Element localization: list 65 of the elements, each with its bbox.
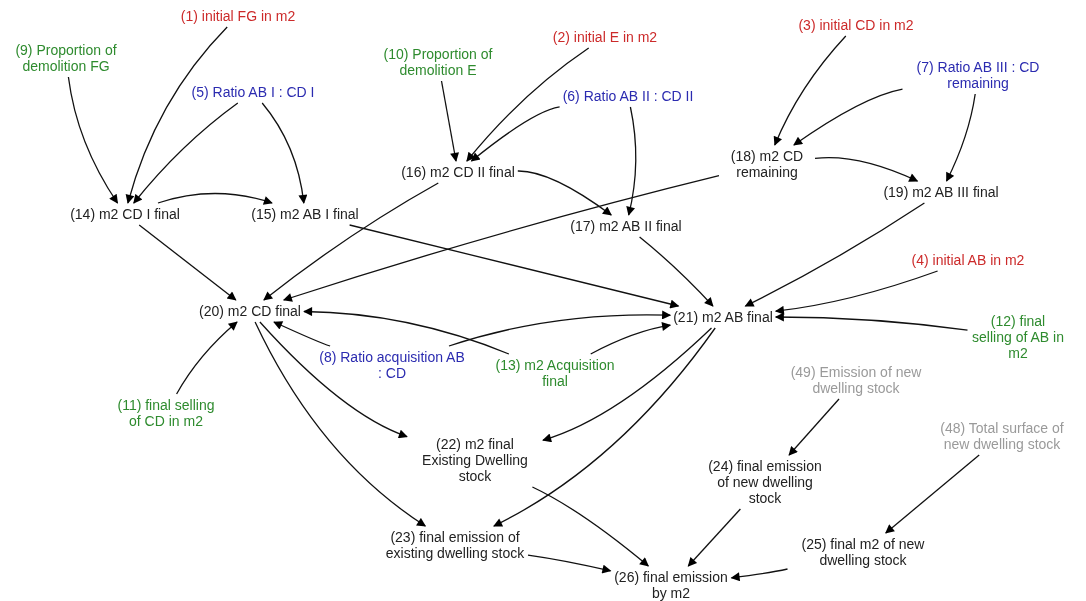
variable-label: (24) final emission of new dwelling stock <box>707 458 823 506</box>
variable-label: (48) Total surface of new dwelling stock <box>939 420 1065 452</box>
arrow <box>885 454 980 534</box>
variable-label: (3) initial CD in m2 <box>798 17 914 33</box>
variable-label: (20) m2 CD final <box>199 303 301 319</box>
arrow <box>945 93 976 182</box>
arrow <box>730 568 789 582</box>
variable-label: (18) m2 CD remaining <box>729 148 805 180</box>
arrow <box>175 321 238 395</box>
variable-label: (1) initial FG in m2 <box>180 8 296 24</box>
arrow <box>531 486 649 567</box>
variable-label: (7) Ratio AB III : CD remaining <box>915 59 1041 91</box>
variable-label: (14) m2 CD I final <box>70 206 180 222</box>
arrow <box>466 47 590 162</box>
arrow <box>687 508 742 567</box>
arrow <box>774 312 969 331</box>
arrow <box>259 321 408 438</box>
variable-label: (15) m2 AB I final <box>251 206 359 222</box>
arrow <box>744 202 926 307</box>
arrow <box>263 182 439 301</box>
arrow <box>774 270 939 315</box>
variable-label: (21) m2 AB final <box>673 309 773 325</box>
variable-label: (8) Ratio acquisition AB : CD <box>318 349 466 381</box>
variable-label: (19) m2 AB III final <box>883 184 999 200</box>
variable-label: (5) Ratio AB I : CD I <box>191 84 315 100</box>
arrow <box>590 322 672 355</box>
arrow <box>303 307 510 355</box>
variable-label: (4) initial AB in m2 <box>911 252 1025 268</box>
variable-label: (23) final emission of existing dwelling stock <box>385 529 525 561</box>
arrow <box>133 102 239 204</box>
arrow <box>157 192 273 205</box>
arrow <box>440 80 459 162</box>
variable-label: (9) Proportion of demolition FG <box>14 42 118 74</box>
variable-label: (10) Proportion of demolition E <box>382 46 494 78</box>
arrow <box>67 76 119 204</box>
arrow <box>448 310 672 347</box>
arrow <box>517 170 612 216</box>
arrow <box>814 156 919 182</box>
arrow <box>493 327 716 527</box>
arrow <box>282 175 720 302</box>
variable-label: (13) m2 Acquisition final <box>495 357 615 389</box>
arrow <box>348 224 680 309</box>
arrow <box>138 224 237 301</box>
arrow <box>470 106 561 162</box>
arrow <box>773 35 847 146</box>
variable-label: (2) initial E in m2 <box>552 29 658 45</box>
arrow <box>125 26 228 204</box>
variable-label: (26) final emission by m2 <box>613 569 729 601</box>
variable-label: (16) m2 CD II final <box>401 164 515 180</box>
variable-label: (12) final selling of AB in m2 <box>971 313 1065 361</box>
arrow <box>261 102 308 204</box>
arrow <box>793 88 904 146</box>
variable-label: (11) final selling of CD in m2 <box>116 397 216 429</box>
variable-label: (6) Ratio AB II : CD II <box>562 88 694 104</box>
arrow <box>638 236 714 307</box>
arrow <box>254 321 427 527</box>
arrow <box>527 554 612 574</box>
variable-label: (49) Emission of new dwelling stock <box>789 364 923 396</box>
arrow <box>542 327 713 442</box>
arrow <box>626 106 637 216</box>
variable-label: (25) final m2 of new dwelling stock <box>800 536 926 568</box>
arrow <box>273 321 331 347</box>
variable-label: (22) m2 final Existing Dwelling stock <box>421 436 529 484</box>
variable-label: (17) m2 AB II final <box>570 218 682 234</box>
arrow <box>788 398 840 456</box>
